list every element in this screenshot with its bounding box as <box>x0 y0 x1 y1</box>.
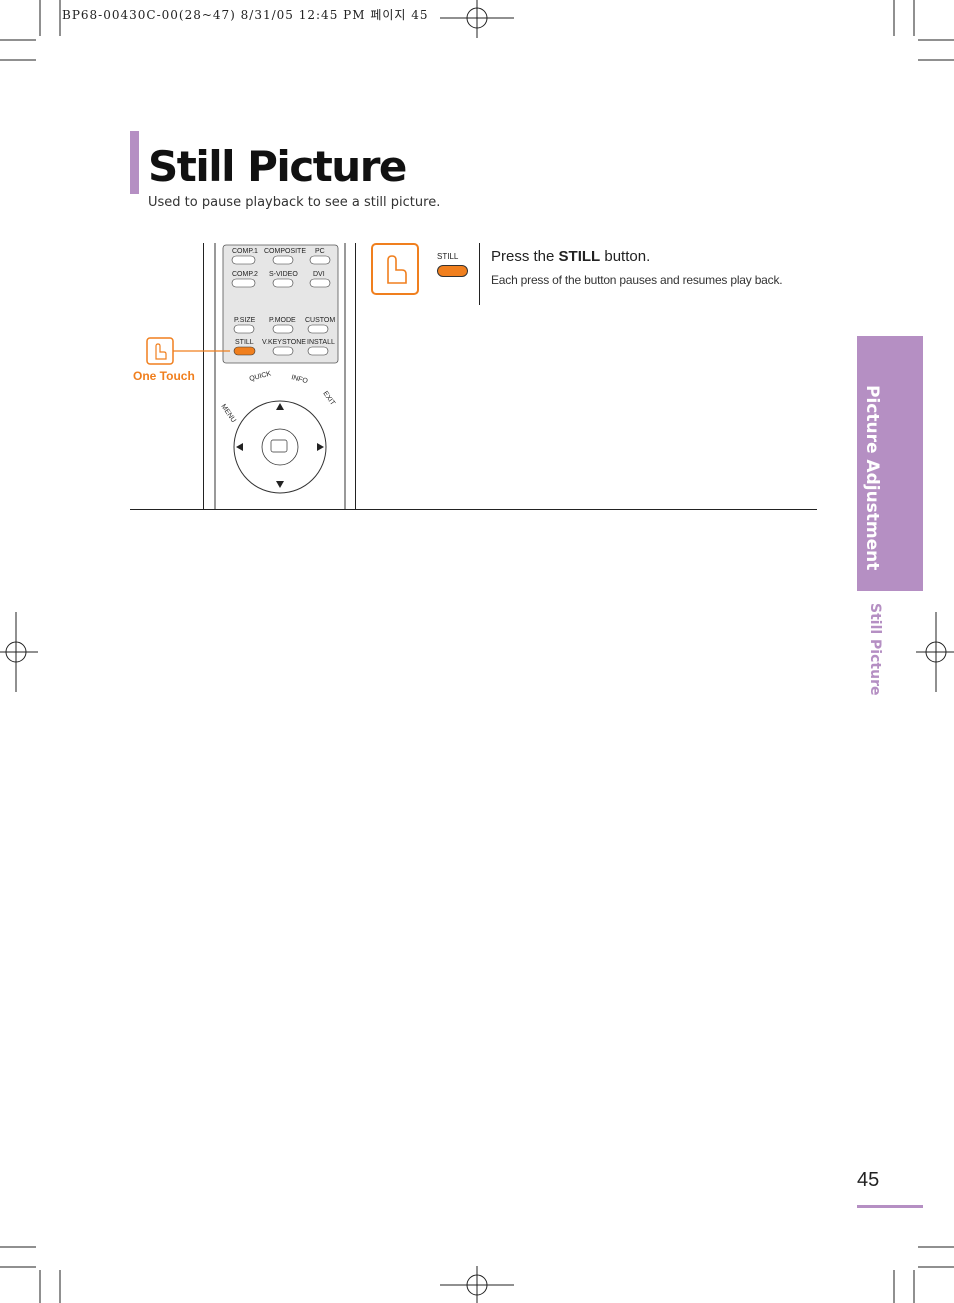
svideo-label: S-VIDEO <box>269 271 298 278</box>
exit-label: EXIT <box>321 390 336 407</box>
step-instruction-prefix: Press the <box>491 248 559 265</box>
step-instruction: Press the STILL button. <box>491 248 650 265</box>
composite-label: COMPOSITE <box>264 248 306 255</box>
step-divider <box>479 243 480 305</box>
enter-icon <box>270 439 288 453</box>
pc-label: PC <box>315 248 325 255</box>
vkeystone-label: V.KEYSTONE <box>262 339 306 346</box>
composite-button[interactable] <box>272 255 294 265</box>
print-header: BP68-00430C-00(28~47) 8/31/05 12:45 PM 페… <box>62 8 429 22</box>
psize-label: P.SIZE <box>234 317 256 324</box>
comp2-label: COMP.2 <box>232 271 258 278</box>
down-arrow-icon <box>276 481 284 488</box>
section-side-label: Picture Adjustment <box>862 385 882 571</box>
custom-label: CUSTOM <box>305 317 335 324</box>
hand-press-icon <box>371 243 419 295</box>
right-arrow-icon <box>317 443 324 451</box>
quick-label: QUICK <box>249 370 273 383</box>
info-label: INFO <box>290 374 308 385</box>
remote-buttons: COMP.1 COMPOSITE PC COMP.2 S-VIDEO DVI P… <box>219 248 336 494</box>
svideo-button[interactable] <box>272 278 294 288</box>
still-button-graphic <box>437 265 468 277</box>
step-description: Each press of the button pauses and resu… <box>491 273 783 287</box>
custom-button[interactable] <box>307 324 329 334</box>
dvi-label: DVI <box>313 271 325 278</box>
subsection-side-label: Still Picture <box>867 603 883 696</box>
remote-frame-left <box>203 243 204 510</box>
pc-button[interactable] <box>309 255 331 265</box>
page-subtitle: Used to pause playback to see a still pi… <box>148 195 441 210</box>
one-touch-callout <box>146 337 230 365</box>
page-number-rule <box>857 1205 923 1208</box>
left-arrow-icon <box>236 443 243 451</box>
still-remote-button[interactable] <box>233 346 256 356</box>
still-remote-label: STILL <box>235 339 254 346</box>
step-instruction-button: STILL <box>558 248 601 265</box>
remote-illustration <box>214 243 346 509</box>
install-button[interactable] <box>307 346 329 356</box>
up-arrow-icon <box>276 403 284 410</box>
comp2-button[interactable] <box>231 278 256 288</box>
title-accent-bar <box>130 131 139 194</box>
one-touch-label: One Touch <box>133 369 195 383</box>
dvi-button[interactable] <box>309 278 331 288</box>
section-bottom-rule <box>130 509 817 510</box>
pmode-label: P.MODE <box>269 317 296 324</box>
menu-label: MENU <box>219 403 237 424</box>
still-button-caption: STILL <box>437 252 459 261</box>
page-title: Still Picture <box>148 142 407 191</box>
page-number: 45 <box>857 1169 880 1191</box>
comp1-label: COMP.1 <box>232 248 258 255</box>
vkeystone-button[interactable] <box>272 346 294 356</box>
remote-frame-right <box>355 243 356 510</box>
install-label: INSTALL <box>307 339 335 346</box>
comp1-button[interactable] <box>231 255 256 265</box>
step-instruction-suffix: button. <box>600 248 651 265</box>
psize-button[interactable] <box>233 324 255 334</box>
section-side-tab <box>857 336 923 591</box>
pmode-button[interactable] <box>272 324 294 334</box>
